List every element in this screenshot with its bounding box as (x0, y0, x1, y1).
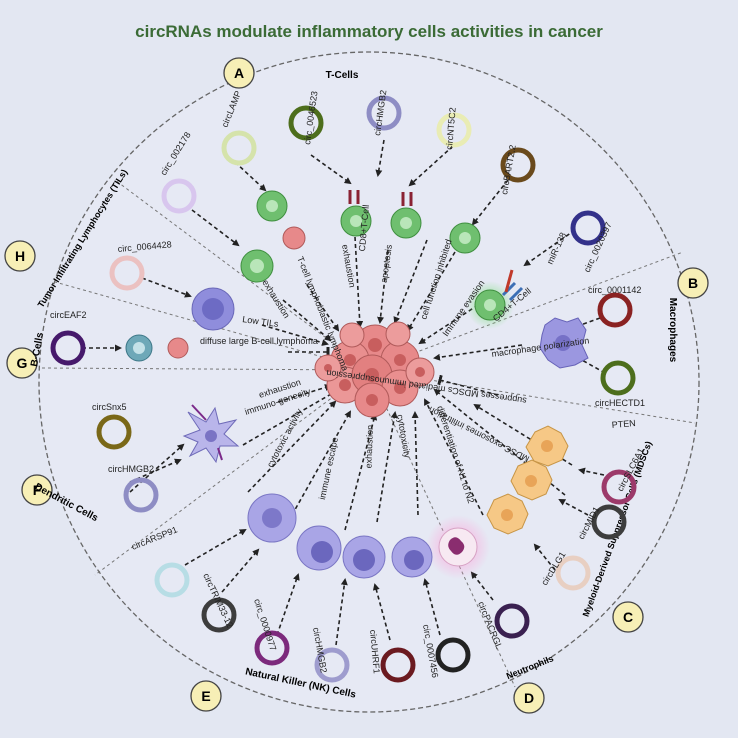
label-circ-0064428: circ_0064428 (117, 239, 172, 254)
circhmgb2-dc-ring (123, 477, 159, 513)
label-circ-0001142: circ_0001142 (588, 285, 641, 295)
nk-cells (247, 493, 433, 579)
svg-text:G: G (17, 355, 28, 371)
label-circeaf2: circEAF2 (50, 310, 87, 320)
circhectd1-ring (600, 360, 636, 396)
section-badge-g: G (6, 347, 38, 379)
circbart2-ring (500, 147, 536, 183)
label-b-dlbcl: diffuse large B-cell lymphoma (200, 336, 318, 346)
label-circhectd1: circHECTD1 (595, 398, 645, 408)
svg-text:C: C (623, 609, 633, 625)
circrna-rings (50, 95, 637, 683)
circhmgb2-t-ring (366, 95, 402, 131)
section-badge-e: E (190, 680, 222, 712)
circuhrf1-ring (380, 647, 416, 683)
svg-text:F: F (33, 482, 42, 498)
neutrophil-nucleus (448, 537, 465, 555)
circmid1-ring (591, 504, 627, 540)
dendritic-cell (182, 404, 240, 464)
label-circuhrf1: circUHRF1 (368, 629, 382, 674)
circsnx5-ring (96, 414, 132, 450)
circslc6a1-ring (601, 469, 637, 505)
t-cells (240, 190, 524, 329)
circpacrgl-ring (494, 603, 530, 639)
circ-0000977-ring (254, 630, 290, 666)
b-lymphoma-cell (167, 337, 189, 359)
circ-0020397-ring (570, 210, 606, 246)
diagram-title: circRNAs modulate inflammatory cells act… (135, 22, 603, 41)
section-badge-d: D (513, 682, 545, 714)
b-cell-nucleus (133, 342, 145, 354)
section-name-macrophages: Macrophages (667, 298, 678, 363)
svg-text:H: H (15, 248, 25, 264)
mdsc-cells (486, 425, 569, 535)
label-circsnx5: circSnx5 (92, 402, 127, 412)
arrows (82, 139, 606, 646)
label-circhmgb2-dc: circHMGB2 (108, 464, 154, 474)
til-nucleus (202, 298, 224, 320)
circ-0001142-ring (597, 292, 633, 328)
macrophage-cell (539, 317, 589, 369)
circ-002178-ring (161, 178, 197, 214)
label-circnt5c2: circNT5C2 (444, 107, 458, 150)
circnt5c2-ring (436, 112, 472, 148)
circhmgb2-nk-ring (314, 647, 350, 683)
svg-text:B: B (688, 275, 698, 291)
circlamp-ring (221, 130, 257, 166)
section-badge-c: C (612, 601, 644, 633)
section-badge-b: B (677, 267, 709, 299)
section-badge-f: F (21, 474, 53, 506)
tumor-mass (314, 321, 435, 418)
circ-0064428-ring (109, 255, 145, 291)
circeaf2-ring (50, 330, 86, 366)
section-badge-h: H (4, 240, 36, 272)
label-nk-exhaustion: exhaustion (363, 425, 375, 469)
section-badge-a: A (223, 57, 255, 89)
label-cd8: CD8+T-Cell (357, 204, 371, 251)
circtrim33-ring (201, 597, 237, 633)
circ-0007456-ring (435, 637, 471, 673)
circdlg1-ring (555, 555, 591, 591)
svg-text:D: D (524, 690, 534, 706)
svg-text:A: A (234, 65, 244, 81)
section-name-tcells: T-Cells (326, 70, 359, 81)
svg-text:E: E (201, 688, 210, 704)
circarsp91-ring (154, 562, 190, 598)
label-pten: PTEN (611, 418, 636, 430)
circ-0046523-ring (288, 105, 324, 141)
